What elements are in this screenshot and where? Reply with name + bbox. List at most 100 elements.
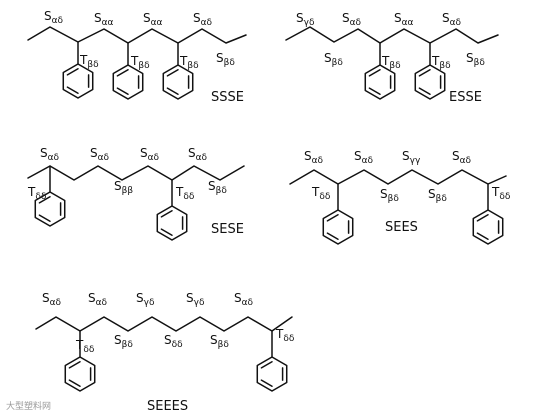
secondary-carbon-label-subscript: αδ	[350, 18, 362, 28]
secondary-carbon-label-letter: S	[186, 291, 194, 305]
secondary-carbon-label-letter: S	[143, 11, 151, 25]
secondary-carbon-label: Sαδ	[342, 11, 362, 28]
secondary-carbon-label: Sβδ	[324, 51, 343, 68]
secondary-carbon-label: Sαδ	[304, 149, 324, 166]
ring-double-bond	[68, 361, 81, 369]
secondary-carbon-label-subscript: αδ	[52, 16, 64, 26]
tertiary-carbon-label: Tδδ	[275, 327, 295, 344]
secondary-carbon-label-letter: S	[296, 11, 304, 25]
tertiary-carbon-label-letter: T	[179, 54, 188, 68]
structure-name: SEES	[385, 220, 418, 235]
secondary-carbon-label: Sαδ	[442, 11, 462, 28]
secondary-carbon-label-subscript: αδ	[312, 156, 324, 166]
tertiary-carbon-label: Tβδ	[431, 54, 451, 71]
secondary-carbon-label-letter: S	[208, 179, 216, 193]
ring-hexagon	[162, 64, 194, 100]
secondary-carbon-label: Sβδ	[208, 179, 227, 196]
secondary-carbon-label-subscript: αδ	[96, 298, 108, 308]
secondary-carbon-label-letter: S	[216, 51, 224, 65]
secondary-carbon-label-subscript: βδ	[474, 58, 486, 68]
ring-double-bond	[326, 232, 339, 240]
ring-hexagon	[156, 205, 188, 241]
tertiary-carbon-label-letter: T	[79, 53, 88, 67]
phenyl-ring	[112, 64, 144, 100]
ring-double-bond	[418, 69, 431, 77]
backbone-chain	[27, 165, 245, 181]
ring-double-bond	[166, 69, 179, 77]
tertiary-carbon-label-subscript: βδ	[389, 61, 401, 71]
secondary-carbon-label: Sαα	[94, 11, 114, 28]
secondary-carbon-label-subscript: γδ	[194, 298, 205, 308]
secondary-carbon-label: Sγδ	[186, 291, 205, 308]
secondary-carbon-label-subscript: αδ	[450, 18, 462, 28]
tertiary-carbon-label-subscript: δδ	[283, 334, 295, 344]
tertiary-carbon-label-letter: T	[27, 185, 36, 199]
tertiary-carbon-label-subscript: δδ	[499, 192, 511, 202]
secondary-carbon-label: Sβδ	[210, 333, 229, 350]
ring-double-bond	[418, 87, 431, 95]
secondary-carbon-label-subscript: βδ	[388, 194, 400, 204]
secondary-carbon-label-subscript: γδ	[144, 298, 155, 308]
tertiary-carbon-label: Tδδ	[75, 338, 95, 355]
secondary-carbon-label-letter: S	[210, 333, 218, 347]
ring-hexagon	[322, 209, 354, 245]
tertiary-carbon-label: Tβδ	[179, 54, 199, 71]
ring-double-bond	[116, 87, 129, 95]
secondary-carbon-label-subscript: αα	[151, 18, 163, 28]
tertiary-carbon-label-letter: T	[75, 338, 84, 352]
ring-hexagon	[256, 356, 288, 392]
ring-double-bond	[116, 69, 129, 77]
phenyl-ring	[472, 209, 504, 245]
secondary-carbon-label-subscript: αδ	[48, 153, 60, 163]
secondary-carbon-label-subscript: αδ	[148, 153, 160, 163]
tertiary-carbon-label-subscript: βδ	[87, 60, 99, 70]
secondary-carbon-label-subscript: βδ	[224, 58, 236, 68]
secondary-carbon-label-subscript: ββ	[122, 186, 134, 196]
backbone-chain	[35, 316, 293, 332]
secondary-carbon-label: Sαδ	[234, 291, 254, 308]
tertiary-carbon-label-letter: T	[175, 185, 184, 199]
tertiary-carbon-label-letter: T	[275, 327, 284, 341]
tertiary-carbon-label: Tβδ	[130, 54, 150, 71]
secondary-carbon-label: Sβδ	[114, 333, 133, 350]
secondary-carbon-label: Sαα	[394, 11, 414, 28]
secondary-carbon-label-letter: S	[42, 291, 50, 305]
ring-double-bond	[68, 379, 81, 387]
secondary-carbon-label-subscript: βδ	[218, 340, 230, 350]
ring-double-bond	[476, 232, 489, 240]
secondary-carbon-label: Sαδ	[452, 149, 472, 166]
backbone-chain	[27, 26, 247, 44]
ring-double-bond	[160, 210, 173, 218]
phenyl-ring	[62, 63, 94, 99]
structure-name: SSSE	[211, 90, 244, 105]
secondary-carbon-label: Sβδ	[428, 187, 447, 204]
phenyl-ring	[34, 191, 66, 227]
secondary-carbon-label-letter: S	[44, 9, 52, 23]
tertiary-carbon-label: Tδδ	[491, 185, 511, 202]
ring-double-bond	[38, 196, 51, 204]
secondary-carbon-label-letter: S	[188, 146, 196, 160]
secondary-carbon-label-subscript: αδ	[460, 156, 472, 166]
tertiary-carbon-label: Tδδ	[175, 185, 195, 202]
secondary-carbon-label-subscript: βδ	[122, 340, 134, 350]
secondary-carbon-label-letter: S	[94, 11, 102, 25]
secondary-carbon-label: Sβδ	[216, 51, 235, 68]
secondary-carbon-label-letter: S	[90, 146, 98, 160]
secondary-carbon-label: Sαδ	[188, 146, 208, 163]
tertiary-carbon-label-letter: T	[381, 54, 390, 68]
secondary-carbon-label-letter: S	[140, 146, 148, 160]
secondary-carbon-label: Sβδ	[466, 51, 485, 68]
secondary-carbon-label-letter: S	[234, 291, 242, 305]
secondary-carbon-label: Sαδ	[88, 291, 108, 308]
structure-name: SEEES	[147, 399, 188, 414]
secondary-carbon-label: Sαδ	[90, 146, 110, 163]
phenyl-ring	[64, 356, 96, 392]
secondary-carbon-label-subscript: δδ	[172, 340, 184, 350]
tertiary-carbon-label-letter: T	[491, 185, 500, 199]
secondary-carbon-label: Sγδ	[136, 291, 155, 308]
secondary-carbon-label: Sαδ	[44, 9, 64, 26]
secondary-carbon-label: Sγδ	[296, 11, 315, 28]
